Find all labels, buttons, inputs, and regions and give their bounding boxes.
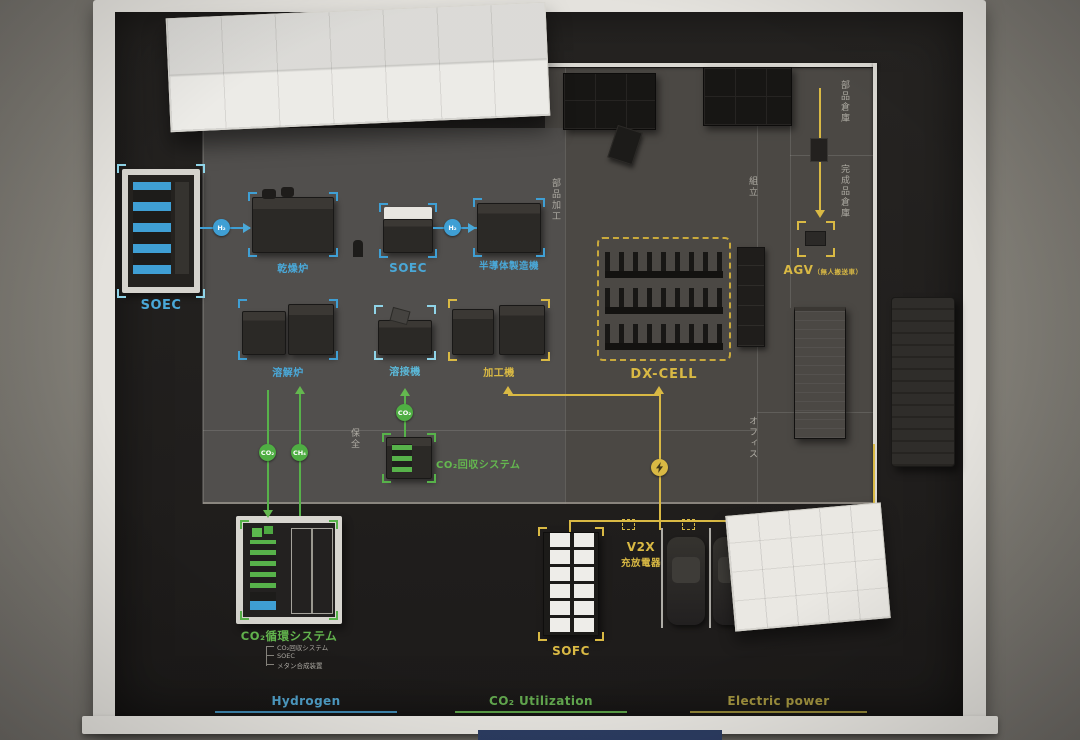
power-line-sofc-drop [569, 520, 571, 533]
zone-label-office: オフィス [747, 416, 757, 460]
agv-unit [805, 231, 826, 246]
agv-on-route [810, 138, 828, 162]
co2-circulation-component-2: SOEC [266, 651, 328, 660]
h2-badge-2: H₂ [444, 219, 461, 236]
soec-electrolyzer-brackets [379, 203, 437, 258]
agv-route-arrow-icon [815, 210, 825, 218]
external-utility-machine [891, 297, 955, 467]
dx-cell-label: DX-CELL [630, 367, 698, 382]
zone-label-finished-goods-warehouse: 完成品倉庫 [839, 164, 849, 219]
co2-badge-2: CO₂ [396, 404, 413, 421]
server-rack-cabinets [794, 307, 846, 439]
wall-top [543, 63, 877, 67]
semiconductor-machine-label: 半導体製造機 [478, 261, 539, 272]
processing-machine-label: 加工機 [483, 368, 515, 379]
charger-pad-1 [622, 519, 635, 530]
soec-unit-label: SOEC [140, 298, 182, 313]
zone-label-assembly: 組立 [747, 176, 757, 198]
melting-furnace-label: 溶解炉 [272, 368, 304, 379]
zone-label-maintenance: 保全 [349, 428, 359, 450]
shelving-rack-left [563, 73, 656, 130]
co2-flow-arrow-down-icon [263, 510, 273, 518]
table-edge-strip [478, 730, 722, 740]
solar-carport-canopy [725, 502, 891, 632]
processing-machine-brackets [448, 299, 550, 361]
welding-machine-brackets [374, 305, 436, 360]
legend-co2-label: CO₂ Utilization [489, 694, 593, 708]
welding-machine-label: 溶接機 [389, 367, 421, 378]
legend-power-line [690, 711, 867, 713]
co2-circulation-brackets [240, 520, 338, 620]
display-ledge [82, 716, 998, 734]
zone-label-parts-warehouse: 部品倉庫 [839, 80, 849, 124]
dx-cell-rack-row-3 [605, 324, 723, 350]
shelving-rack-right [703, 67, 792, 126]
h2-badge-1: H₂ [213, 219, 230, 236]
drying-furnace-label: 乾燥炉 [277, 264, 309, 275]
dx-cell-rack-row-1 [605, 252, 723, 278]
soec-unit-brackets [117, 164, 205, 298]
co2-circulation-component-3: メタン合成装置 [266, 660, 328, 670]
charger-pad-2 [682, 519, 695, 530]
v2x-charger-label: 充放電器 [620, 558, 661, 569]
zone-divider-horizontal-1 [790, 155, 875, 156]
zone-divider-vertical-1 [565, 68, 566, 504]
drying-furnace-brackets [248, 192, 338, 257]
parking-line-1 [661, 528, 663, 628]
power-bolt-badge-icon [651, 459, 668, 476]
co2-circulation-component-list: CO₂回収システム SOEC メタン合成装置 [266, 642, 328, 670]
co2-recovery-arrow-icon [400, 388, 410, 396]
zone-divider-horizontal-2 [203, 430, 757, 431]
legend-power-label: Electric power [727, 694, 830, 708]
soec-electrolyzer-label: SOEC [389, 261, 427, 275]
co2-recovery-brackets [382, 433, 436, 483]
agv-label: AGV（無人搬送車） [770, 263, 876, 277]
zone-divider-horizontal-3 [757, 412, 875, 413]
car-model-1 [667, 537, 705, 625]
assembly-cabinet-stack [737, 247, 765, 347]
wall-right [873, 63, 877, 517]
dx-cell-zone-outline [597, 237, 731, 361]
power-line-horizontal [508, 394, 661, 396]
power-line-sofc-bus [570, 520, 736, 522]
ch4-flow-arrow-up-icon [295, 386, 305, 394]
v2x-label: V2X [626, 540, 656, 554]
floor-bottom-edge [203, 502, 875, 504]
legend-hydrogen-line [215, 711, 397, 713]
power-arrow-processing-icon [503, 386, 513, 394]
co2-circulation-label: CO₂循環システム [240, 629, 338, 643]
dx-cell-rack-row-2 [605, 288, 723, 314]
power-arrow-dxcell-icon [654, 386, 664, 394]
legend-co2-line [455, 711, 627, 713]
parking-line-2 [709, 528, 711, 628]
h2-flow-arrow-2-icon [468, 223, 476, 233]
melting-furnace-brackets [238, 299, 338, 360]
zone-label-parts-processing: 部品加工 [550, 178, 560, 222]
agv-label-main: AGV [783, 263, 814, 277]
zone-divider-vertical-3 [790, 68, 791, 308]
sofc-label: SOFC [552, 644, 590, 658]
agv-label-note: （無人搬送車） [813, 268, 863, 276]
sofc-brackets [538, 527, 604, 641]
semiconductor-machine-brackets [473, 198, 545, 257]
co2-recovery-label: CO₂回収システム [436, 460, 521, 471]
co2-badge-1: CO₂ [259, 444, 276, 461]
legend-hydrogen-label: Hydrogen [271, 694, 341, 708]
co2-circulation-component-1: CO₂回収システム [266, 642, 328, 652]
ch4-badge: CH₄ [291, 444, 308, 461]
h2-flow-arrow-1-icon [243, 223, 251, 233]
worker-figure [353, 240, 363, 257]
floor-left-edge [202, 128, 204, 504]
power-line-right-vertical [873, 444, 875, 516]
factory-roof-model [165, 1, 551, 133]
